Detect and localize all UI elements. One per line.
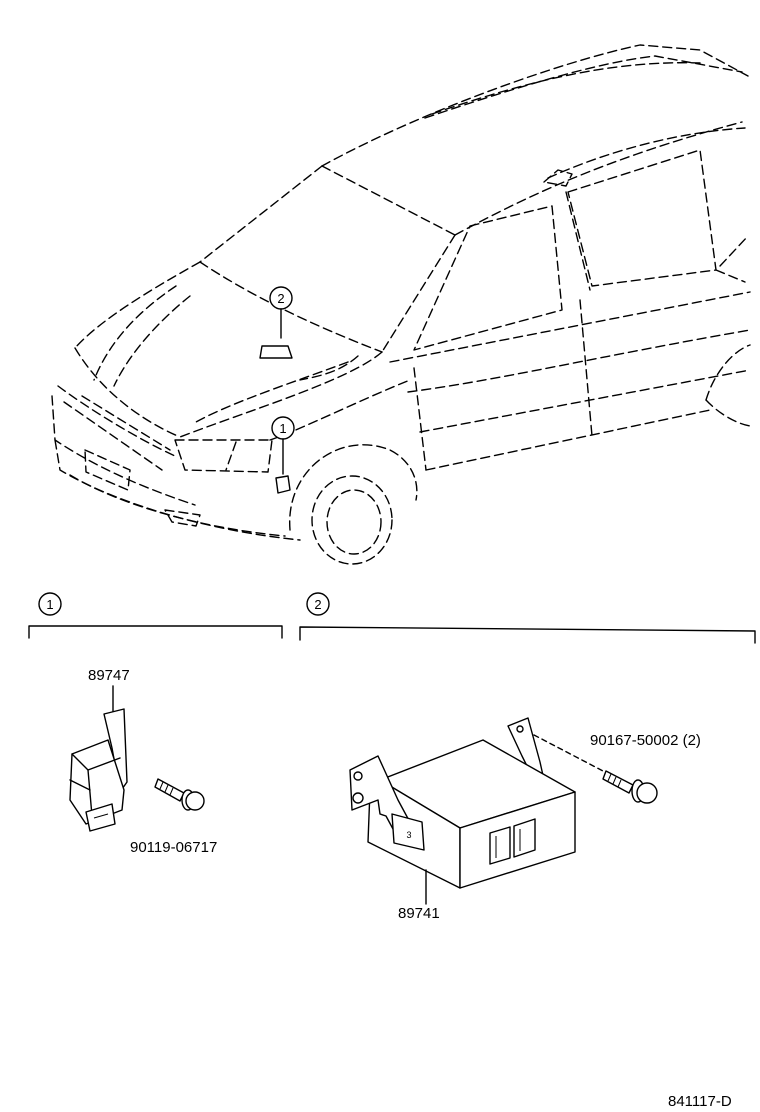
body-side-crease: [407, 329, 751, 393]
section-2-circle: [306, 592, 330, 616]
ecu-right-connector-1: [489, 826, 511, 865]
fender-line: [269, 379, 411, 441]
section-2-bracket: [299, 626, 756, 644]
section-1-circle: [38, 592, 62, 616]
body-side-upper: [389, 291, 751, 363]
ecu-bolt-alignment-line: [533, 734, 604, 772]
figure-code: 841117-D: [668, 1093, 732, 1110]
ecu-right-connector-2: [513, 818, 536, 858]
ecu-location-marker: [259, 345, 293, 359]
side-mirror: [543, 169, 573, 187]
callout-1-on-vehicle: 1: [271, 416, 295, 494]
rear-pillar: [715, 269, 746, 283]
grille-line-2: [63, 401, 163, 471]
windshield-top: [321, 165, 456, 236]
ecu-bracket-hole-upper: [353, 771, 363, 781]
cowl-line: [199, 261, 383, 353]
hood-crease-1: [93, 285, 177, 381]
headlight: [174, 439, 273, 473]
sensor-connector: [85, 803, 116, 832]
roof-top-edge: [321, 44, 749, 167]
door-front-edge: [413, 367, 427, 471]
hood-right-edge: [179, 351, 383, 438]
b-pillar: [565, 191, 591, 291]
ecu-connector-slots: [495, 829, 521, 858]
ecu-bolt-assembly: 90167-50002 (2): [533, 732, 701, 804]
bumper-lower-lip: [69, 474, 286, 537]
a-pillar: [381, 234, 456, 353]
rocker-line: [425, 409, 711, 471]
door-divider: [579, 299, 593, 437]
rear-wheel-arch-upper: [705, 344, 751, 401]
section-1-number: 1: [46, 597, 53, 612]
hood-crease-2: [113, 295, 191, 387]
sensor-bolt-head: [185, 791, 205, 811]
bumper-bottom: [54, 439, 301, 541]
sensor-bolt-thread: [159, 781, 174, 796]
sensor-side-line: [69, 779, 91, 791]
front-wheel: [311, 475, 393, 565]
sensor-bolt-assembly: 90119-06717: [130, 778, 217, 856]
ecu-bolt-head: [636, 782, 658, 804]
rear-side-window: [567, 149, 717, 287]
body-side-middle: [419, 369, 751, 433]
rear-wheel-arch-lower: [705, 399, 751, 427]
sensor-connector-slot: [93, 813, 109, 819]
roof-rail-upper: [424, 55, 743, 119]
bumper-top: [51, 395, 196, 506]
sensor-bolt-part-number: 90119-06717: [130, 839, 217, 856]
ecu-bracket-hole-lower: [352, 792, 364, 804]
rear-quarter-window: [719, 235, 749, 267]
front-wheel-rim: [326, 489, 382, 555]
windshield-left: [199, 165, 323, 263]
ecu-assembly: 3 89741: [349, 717, 576, 922]
sensor-part-number: 89747: [88, 667, 130, 684]
ecu-bolt-part-number: 90167-50002 (2): [590, 732, 701, 749]
hood-crease-right: [195, 361, 349, 423]
sensor-assembly: 89747: [69, 667, 130, 832]
vehicle-outline: [51, 44, 751, 565]
section-2-number: 2: [314, 597, 321, 612]
section-2-header: 2: [299, 592, 756, 644]
hood-front-edge: [74, 347, 181, 438]
front-wheel-arch: [289, 444, 418, 531]
section-1-bracket: [28, 625, 283, 639]
ecu-front-connector: [391, 813, 425, 851]
sensor-bolt-shaft: [154, 778, 185, 802]
callout-2-number: 2: [277, 291, 284, 306]
fender-top: [299, 355, 359, 381]
front-door-window: [413, 205, 563, 351]
roof-side-drip: [454, 121, 743, 236]
hood-left-edge: [74, 261, 201, 349]
headlight-divider: [225, 441, 237, 471]
license-plate-area: [84, 449, 131, 491]
ecu-bolt-shaft: [602, 770, 634, 794]
ecu-right-tab-hole: [516, 725, 524, 733]
section-1-header: 1: [28, 592, 283, 639]
grille-line-1: [81, 395, 171, 451]
sensor-location-marker: [275, 475, 291, 494]
callout-1-number: 1: [279, 421, 286, 436]
sensor-front-edge: [87, 769, 93, 817]
callout-2-on-vehicle: 2: [259, 286, 293, 359]
roof-rail-lower: [431, 62, 701, 115]
fog-lamp: [164, 509, 201, 527]
ecu-connector-mark: 3: [406, 830, 411, 840]
ecu-bolt-thread: [607, 773, 622, 788]
roof-side-drip-2: [547, 127, 746, 179]
grille-top: [57, 385, 176, 457]
ecu-part-number: 89741: [398, 905, 440, 922]
